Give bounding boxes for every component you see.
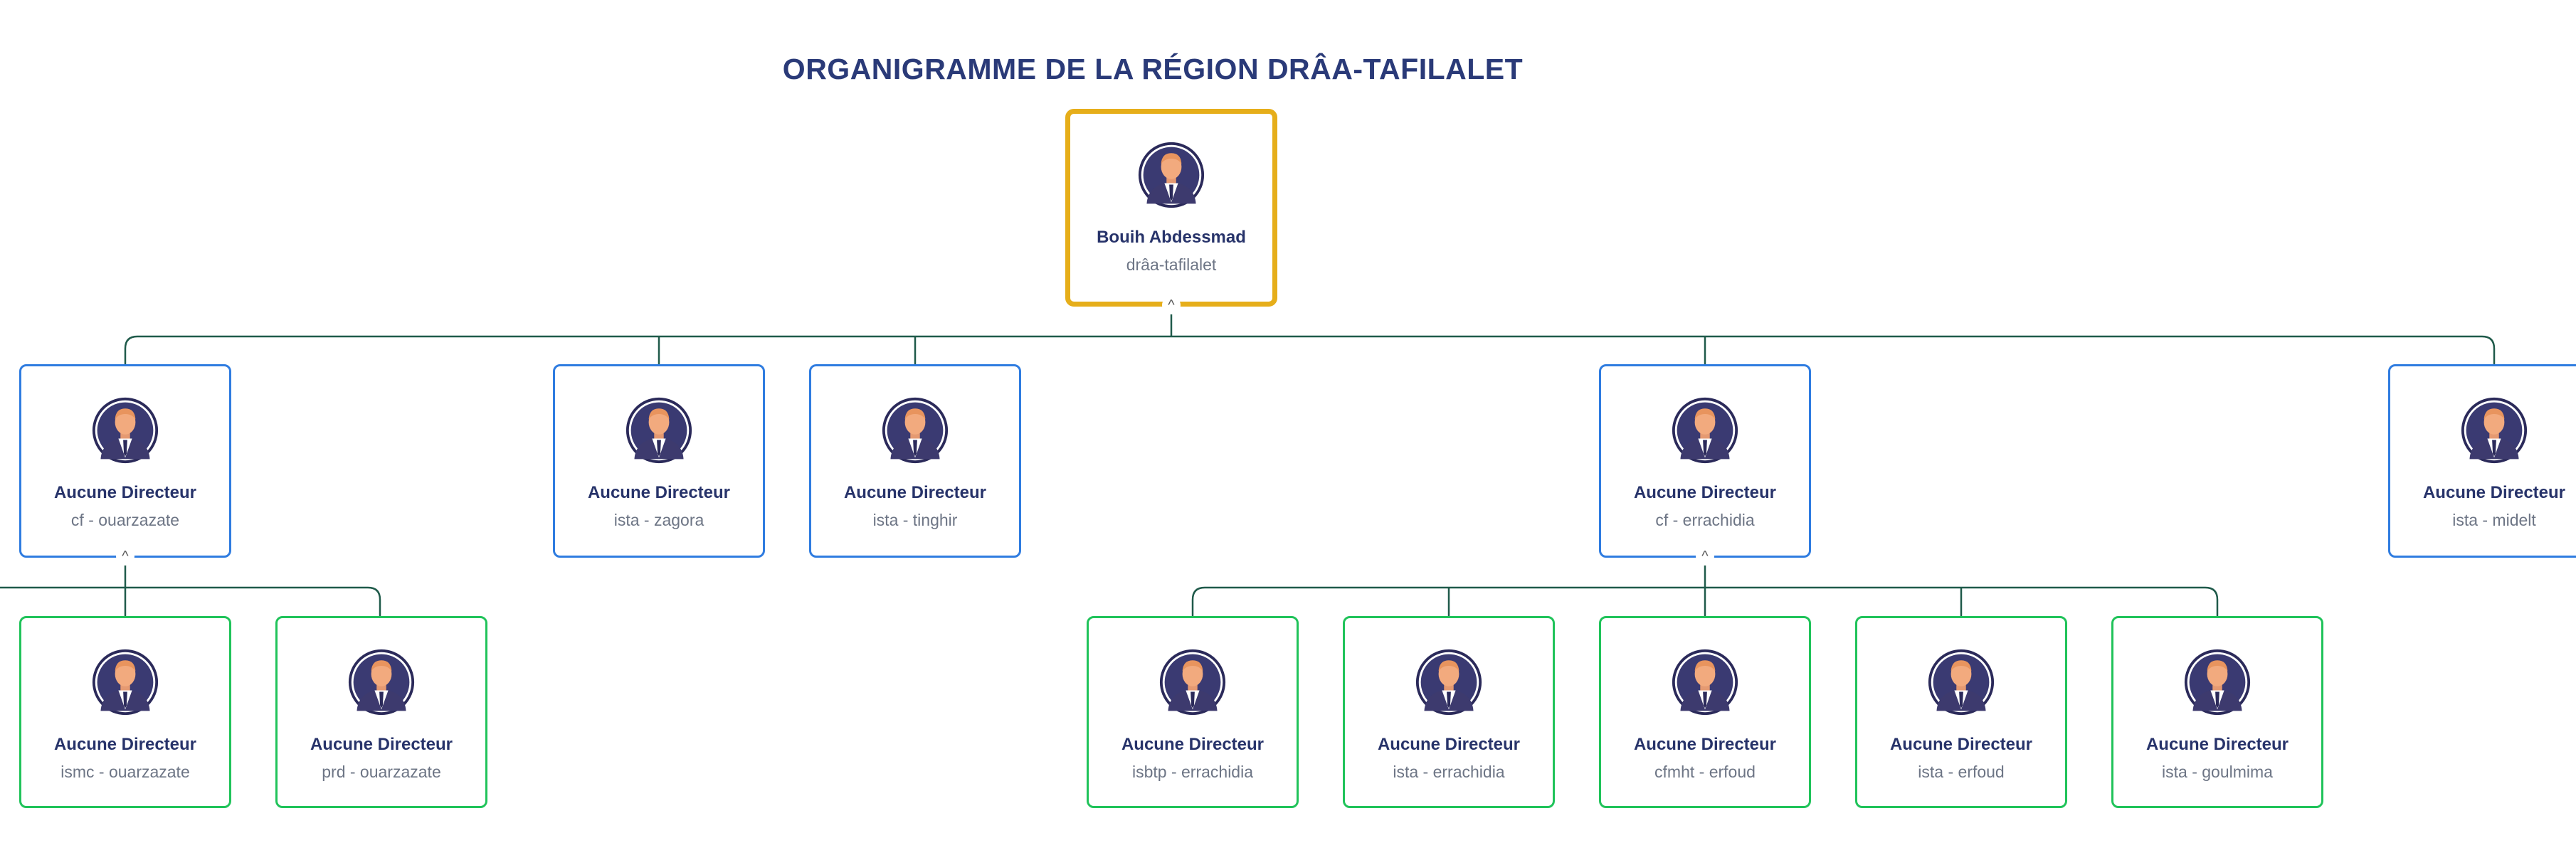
card-name: Aucune Directeur: [843, 483, 987, 502]
org-card-cf-errachidia[interactable]: Aucune Directeur cf - errachidia ^: [1599, 364, 1811, 566]
card-name: Aucune Directeur: [53, 735, 197, 754]
card-subtitle: cf - ouarzazate: [70, 511, 180, 529]
card-subtitle: prd - ouarzazate: [322, 763, 441, 781]
card-subtitle: cfmht - erfoud: [1654, 763, 1756, 781]
chart-title: ORGANIGRAMME DE LA RÉGION DRÂA-TAFILALET: [782, 53, 1524, 85]
org-card-ista-tinghir[interactable]: Aucune Directeur ista - tinghir: [809, 364, 1021, 558]
card-name: Aucune Directeur: [1633, 735, 1777, 754]
org-card-cf-ouarzazate[interactable]: Aucune Directeur cf - ouarzazate ^: [19, 364, 231, 566]
card-name: Aucune Directeur: [2422, 483, 2566, 502]
card-subtitle: ista - midelt: [2452, 511, 2536, 529]
avatar-icon: [881, 396, 949, 465]
card-name: Aucune Directeur: [1377, 735, 1521, 754]
avatar-icon: [1671, 396, 1739, 465]
avatar-icon: [347, 648, 416, 716]
card-subtitle: drâa-tafilalet: [1126, 255, 1217, 274]
org-card-ista-midelt[interactable]: Aucune Directeur ista - midelt: [2388, 364, 2576, 558]
card-subtitle: ista - errachidia: [1393, 763, 1505, 781]
collapse-chevron-icon[interactable]: ^: [116, 547, 134, 566]
org-card-ista-errachidia[interactable]: Aucune Directeur ista - errachidia: [1343, 616, 1555, 808]
org-card-prd-ouarzazate[interactable]: Aucune Directeur prd - ouarzazate: [275, 616, 487, 808]
card-name: Aucune Directeur: [1121, 735, 1265, 754]
card-name: Aucune Directeur: [1889, 735, 2033, 754]
avatar-icon: [91, 648, 159, 716]
card-subtitle: ista - erfoud: [1918, 763, 2005, 781]
card-name: Aucune Directeur: [587, 483, 731, 502]
org-card-ista-erfoud[interactable]: Aucune Directeur ista - erfoud: [1855, 616, 2067, 808]
card-name: Aucune Directeur: [1633, 483, 1777, 502]
card-subtitle: isbtp - errachidia: [1131, 763, 1254, 781]
avatar-icon: [625, 396, 693, 465]
card-subtitle: ismc - ouarzazate: [60, 763, 190, 781]
root-card[interactable]: Bouih Abdessmad drâa-tafilalet ^: [1065, 109, 1277, 314]
avatar-icon: [1671, 648, 1739, 716]
card-name: Aucune Directeur: [310, 735, 453, 754]
collapse-chevron-icon[interactable]: ^: [1162, 296, 1181, 314]
card-subtitle: ista - tinghir: [872, 511, 958, 529]
org-card-isbtp-errachidia[interactable]: Aucune Directeur isbtp - errachidia: [1087, 616, 1299, 808]
card-name: Aucune Directeur: [2145, 735, 2289, 754]
avatar-icon: [1137, 141, 1205, 209]
card-name: Bouih Abdessmad: [1097, 228, 1246, 247]
collapse-chevron-icon[interactable]: ^: [1696, 547, 1714, 566]
org-card-ista-zagora[interactable]: Aucune Directeur ista - zagora: [553, 364, 765, 558]
card-subtitle: cf - errachidia: [1655, 511, 1755, 529]
card-subtitle: ista - goulmima: [2162, 763, 2273, 781]
connector-level1-bar: [124, 335, 2496, 364]
avatar-icon: [1158, 648, 1227, 716]
card-subtitle: ista - zagora: [613, 511, 704, 529]
org-card-cfmht-erfoud[interactable]: Aucune Directeur cfmht - erfoud: [1599, 616, 1811, 808]
avatar-icon: [1415, 648, 1483, 716]
avatar-icon: [91, 396, 159, 465]
org-card-ista-goulmima[interactable]: Aucune Directeur ista - goulmima: [2111, 616, 2323, 808]
card-name: Aucune Directeur: [53, 483, 197, 502]
avatar-icon: [2183, 648, 2252, 716]
org-card-ismc-ouarzazate[interactable]: Aucune Directeur ismc - ouarzazate: [19, 616, 231, 808]
avatar-icon: [1927, 648, 1995, 716]
avatar-icon: [2460, 396, 2528, 465]
connector-ouarzazate-bar: [0, 586, 381, 616]
